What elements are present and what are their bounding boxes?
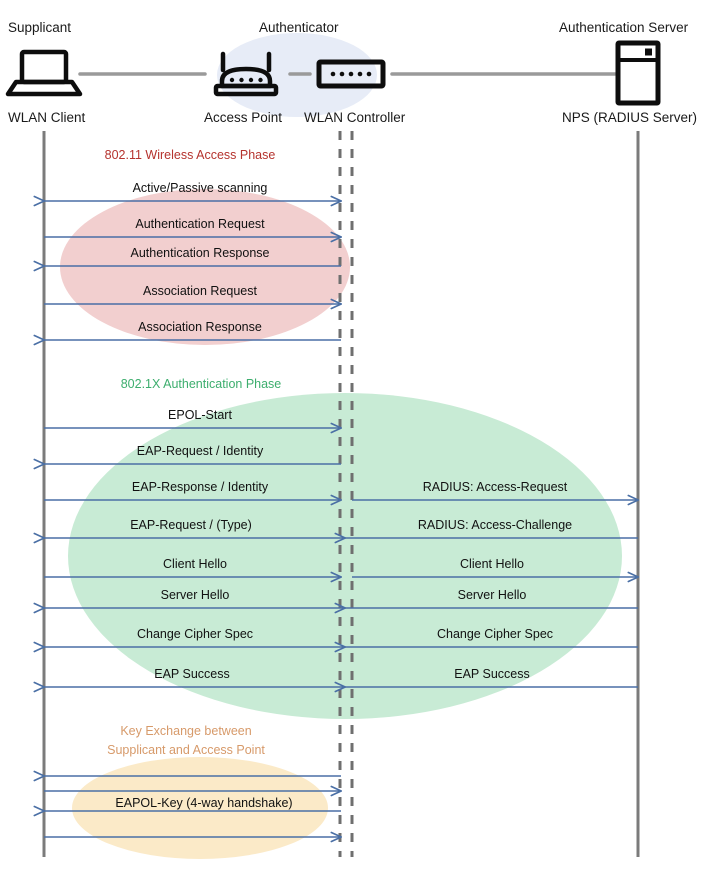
message-m07: EAP-Request / Identity	[44, 444, 341, 464]
wireless-access-point-icon	[213, 51, 279, 97]
message-m06: EPOL-Start	[44, 408, 341, 428]
phase-ellipse-dot1x-authentication-phase	[68, 393, 622, 719]
server-icon	[615, 40, 661, 106]
actor-role-label-auth-server: Authentication Server	[559, 20, 689, 35]
annotation-eapol-key-annotation: EAPOL-Key (4-way handshake)	[115, 796, 292, 810]
message-label-m13: Client Hello	[460, 557, 524, 571]
message-label-m18: EAP Success	[154, 667, 230, 681]
actor-role-label-supplicant: Supplicant	[8, 20, 71, 35]
message-label-m05: Association Response	[138, 320, 262, 334]
message-m04: Association Request	[44, 284, 341, 304]
device-icon-group	[5, 40, 661, 106]
message-label-m03: Authentication Response	[131, 246, 270, 260]
message-label-m16: Change Cipher Spec	[137, 627, 253, 641]
message-m17: Change Cipher Spec	[345, 627, 638, 647]
laptop-icon	[5, 49, 83, 97]
message-m13: Client Hello	[352, 557, 638, 577]
message-m19: EAP Success	[345, 667, 638, 687]
wlan-controller-icon	[316, 59, 386, 89]
message-m01: Active/Passive scanning	[44, 181, 341, 201]
message-m16: Change Cipher Spec	[44, 627, 345, 647]
actor-device-label-supplicant: WLAN Client	[8, 110, 86, 125]
message-m18: EAP Success	[44, 667, 345, 687]
actor-device-label-wlan-controller: WLAN Controller	[304, 110, 406, 125]
message-label-m15: Server Hello	[458, 588, 527, 602]
message-m02: Authentication Request	[44, 217, 341, 237]
message-label-m10: EAP-Request / (Type)	[130, 518, 252, 532]
message-m14: Server Hello	[44, 588, 345, 608]
message-label-m17: Change Cipher Spec	[437, 627, 553, 641]
message-m05: Association Response	[44, 320, 341, 340]
message-label-m08: EAP-Response / Identity	[132, 480, 269, 494]
message-label-m04: Association Request	[143, 284, 257, 298]
message-label-m19: EAP Success	[454, 667, 530, 681]
actor-device-label-access-point: Access Point	[204, 110, 282, 125]
phase-label-wireless-access-phase: 802.11 Wireless Access Phase	[105, 148, 276, 162]
message-m10: EAP-Request / (Type)	[44, 518, 345, 538]
phase-background-group	[60, 189, 622, 859]
annotation-group: EAPOL-Key (4-way handshake)	[115, 796, 292, 810]
message-label-m09: RADIUS: Access-Request	[423, 480, 568, 494]
message-label-m02: Authentication Request	[135, 217, 265, 231]
message-label-m11: RADIUS: Access-Challenge	[418, 518, 572, 532]
actor-device-label-auth-server: NPS (RADIUS Server)	[562, 110, 697, 125]
message-label-m01: Active/Passive scanning	[133, 181, 268, 195]
message-label-m14: Server Hello	[161, 588, 230, 602]
message-m15: Server Hello	[345, 588, 638, 608]
message-m08: EAP-Response / Identity	[44, 480, 341, 500]
message-m09: RADIUS: Access-Request	[352, 480, 638, 500]
lifeline-group	[42, 131, 640, 857]
phase-ellipse-key-exchange-phase	[72, 757, 328, 859]
message-label-m07: EAP-Request / Identity	[137, 444, 264, 458]
message-m11: RADIUS: Access-Challenge	[345, 518, 638, 538]
phase-label-group: 802.11 Wireless Access Phase 802.1X Authe…	[105, 148, 282, 757]
actor-role-label-access-point: Authenticator	[259, 20, 339, 35]
phase-ellipse-wireless-access-phase	[60, 189, 350, 345]
phase-label-dot1x-authentication-phase: 802.1X Authentication Phase	[121, 377, 282, 391]
message-m12: Client Hello	[44, 557, 341, 577]
message-label-m06: EPOL-Start	[168, 408, 232, 422]
message-m03: Authentication Response	[44, 246, 341, 266]
message-label-m12: Client Hello	[163, 557, 227, 571]
